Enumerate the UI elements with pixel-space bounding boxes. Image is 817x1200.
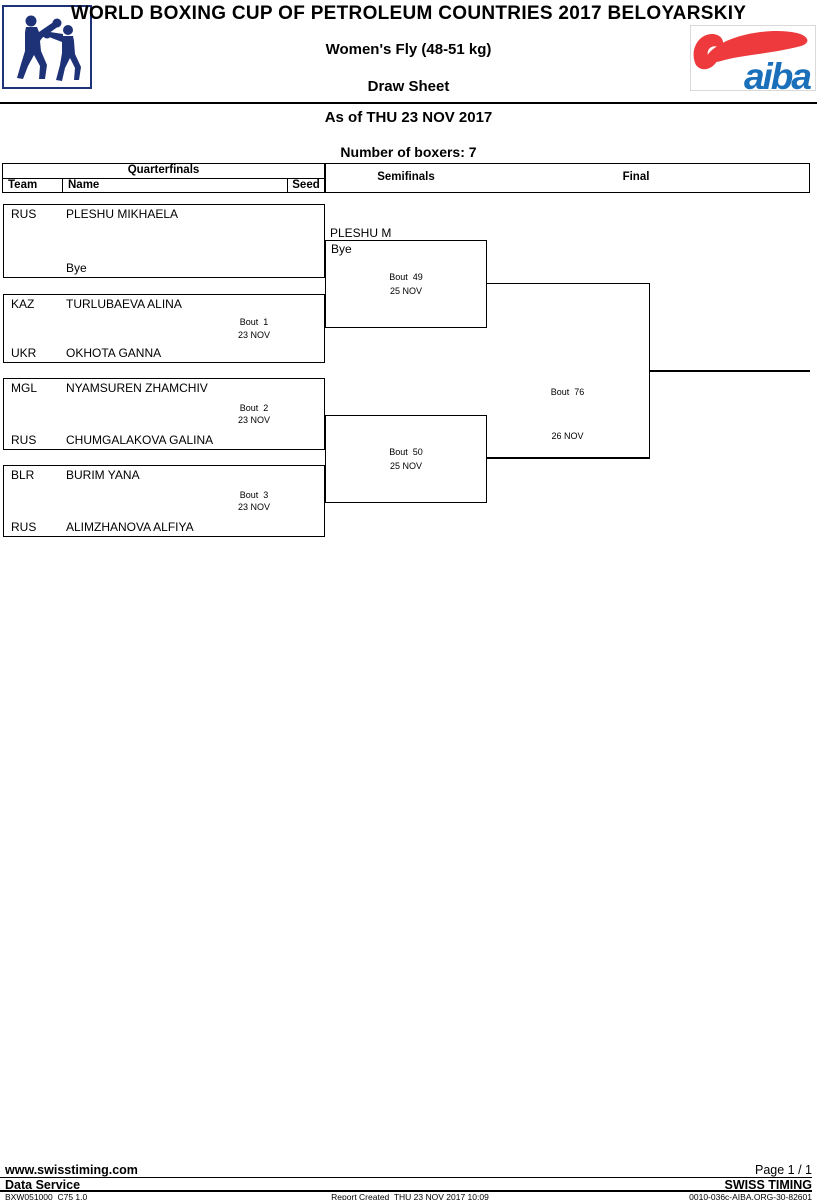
bout-number: Bout 1 [239, 317, 269, 327]
boxer-name: NYAMSUREN ZHAMCHIV [66, 381, 208, 395]
boxer-name: OKHOTA GANNA [66, 346, 162, 360]
bracket-line-sf2-winner [486, 457, 650, 459]
footer-page-number: Page 1 / 1 [755, 1163, 812, 1177]
bout-number: Bout 3 [239, 489, 269, 500]
boxer-name: ALIMZHANOVA ALFIYA [66, 520, 194, 534]
bout-number: Bout 49 [389, 272, 423, 282]
boxer-team: UKR [11, 346, 37, 360]
aiba-logo: aiba [690, 25, 816, 97]
weight-class-title: Women's Fly (48-51 kg) [325, 41, 492, 58]
document-type-title: Draw Sheet [367, 78, 450, 95]
semifinal-match-2: Bout 50 25 NOV [325, 415, 487, 503]
bout-number: Bout 2 [239, 402, 269, 413]
footer-company-label: SWISS TIMING [724, 1178, 813, 1192]
footer-report-created: Report Created THU 23 NOV 2017 10:09 [331, 1192, 489, 1200]
bout-label: Bout 2 23 NOV [169, 379, 339, 449]
bout-label: Bout 1 23 NOV [169, 295, 339, 362]
quarterfinals-header-table: Quarterfinals Team Name Seed [2, 163, 325, 193]
bout-label [169, 205, 339, 277]
bout-label: Bout 3 23 NOV [169, 466, 339, 536]
column-header-quarterfinals: Quarterfinals [3, 164, 324, 179]
quarterfinal-match-3: MGL NYAMSUREN ZHAMCHIV Bout 2 23 NOV RUS… [3, 378, 325, 450]
final-bout-label: Bout 76 26 NOV [500, 356, 635, 472]
bout-date: 25 NOV [389, 461, 422, 471]
quarterfinal-match-2: KAZ TURLUBAEVA ALINA Bout 1 23 NOV UKR O… [3, 294, 325, 363]
column-header-team: Team [3, 178, 63, 192]
bracket-line-sf1-winner [486, 282, 650, 284]
quarterfinal-match-1: RUS PLESHU MIKHAELA Bye [3, 204, 325, 278]
aiba-swoosh-icon [693, 31, 808, 70]
boxer-name: Bye [66, 261, 87, 275]
boxer-name: TURLUBAEVA ALINA [66, 297, 182, 311]
boxer-count: Number of boxers: 7 [340, 144, 477, 160]
footer-website: www.swisstiming.com [5, 1163, 138, 1177]
footer-document-code: BXW051000_C75 1.0 [5, 1192, 88, 1200]
boxer-team: RUS [11, 207, 37, 221]
boxer-name: PLESHU MIKHAELA [66, 207, 179, 221]
bout-date: 25 NOV [389, 286, 422, 296]
boxer-team: BLR [11, 468, 35, 482]
boxer-team: RUS [11, 433, 37, 447]
aiba-logo-text: aiba [743, 56, 812, 97]
column-header-name: Name [63, 178, 288, 192]
semifinal-advancer-name: PLESHU M [330, 226, 392, 240]
advancer-note: Bye [331, 242, 352, 256]
boxer-team: KAZ [11, 297, 35, 311]
as-of-date: As of THU 23 NOV 2017 [324, 109, 493, 126]
footer-service-label: Data Service [5, 1178, 81, 1192]
bout-number: Bout 50 [389, 447, 423, 457]
rounds-header: Semifinals Final [325, 163, 810, 193]
bracket-line-final-vertical [648, 282, 650, 459]
bout-date: 23 NOV [237, 329, 270, 340]
boxing-event-logo [2, 5, 92, 89]
bout-date: 26 NOV [551, 430, 584, 441]
column-header-final: Final [622, 171, 650, 183]
header-divider [0, 102, 817, 104]
bout-number: Bout 76 [550, 387, 585, 397]
boxer-name: BURIM YANA [66, 468, 140, 482]
boxer-team: MGL [11, 381, 38, 395]
footer-divider [0, 1176, 812, 1178]
column-header-semifinals: Semifinals [377, 171, 435, 183]
bout-date: 23 NOV [237, 415, 270, 425]
bout-label: Bout 49 25 NOV [326, 241, 486, 327]
column-header-seed: Seed [292, 178, 320, 191]
boxer-team: RUS [11, 520, 37, 534]
footer-report-code: 0010-036c-AIBA.ORG-30-82601 [689, 1192, 812, 1200]
boxers-icon [17, 15, 81, 81]
bout-label: Bout 50 25 NOV [326, 416, 486, 502]
page-title: WORLD BOXING CUP OF PETROLEUM COUNTRIES … [70, 3, 747, 24]
footer-divider-bottom [0, 1189, 812, 1192]
quarterfinal-match-4: BLR BURIM YANA Bout 3 23 NOV RUS ALIMZHA… [3, 465, 325, 537]
bracket-line-final-winner [650, 370, 810, 372]
bout-date: 23 NOV [237, 502, 270, 512]
boxer-name: CHUMGALAKOVA GALINA [66, 433, 214, 447]
semifinal-match-1: Bye Bout 49 25 NOV [325, 240, 487, 328]
